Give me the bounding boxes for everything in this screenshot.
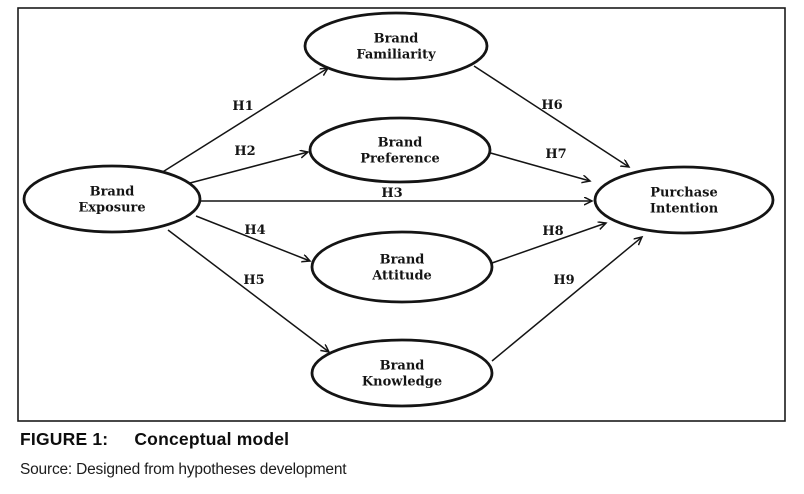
edge-arrow-h4 (195, 215, 310, 261)
edge-label-h8: H8 (542, 224, 563, 239)
edge-h2: H2 (189, 144, 308, 184)
edge-h4: H4 (195, 215, 310, 261)
edge-label-h4: H4 (244, 223, 265, 238)
edge-arrow-h1 (160, 68, 328, 174)
node-label-brand-attitude-line2: Attitude (371, 269, 432, 284)
edge-arrow-h7 (486, 151, 590, 181)
edge-h1: H1 (160, 68, 328, 174)
edge-h6: H6 (473, 65, 629, 167)
figure-caption: FIGURE 1: Conceptual model (20, 429, 289, 450)
edge-arrow-h6 (473, 65, 629, 167)
edge-h5: H5 (167, 229, 329, 352)
node-ellipse-purchase-intention (593, 165, 775, 235)
edge-label-h6: H6 (541, 98, 562, 113)
node-label-brand-preference-line1: Brand (378, 136, 423, 151)
node-label-purchase-intention-line1: Purchase (650, 186, 717, 201)
node-ellipse-brand-attitude (310, 230, 494, 304)
node-label-brand-knowledge-line2: Knowledge (362, 375, 442, 390)
edge-label-h5: H5 (243, 273, 264, 288)
edge-arrow-h8 (491, 223, 606, 264)
edge-h9: H9 (491, 237, 642, 362)
node-label-brand-familiarity-line2: Familiarity (356, 48, 436, 63)
node-label-brand-attitude-line1: Brand (380, 253, 425, 268)
edge-h8: H8 (491, 223, 606, 264)
edge-h7: H7 (486, 147, 590, 181)
node-ellipse-brand-familiarity (303, 11, 489, 81)
edge-label-h3: H3 (381, 186, 402, 201)
node-ellipse-brand-knowledge (310, 338, 494, 408)
node-label-brand-exposure-line1: Brand (90, 185, 135, 200)
node-label-brand-knowledge-line1: Brand (380, 359, 425, 374)
edge-h3: H3 (200, 186, 592, 201)
node-ellipse-brand-preference (308, 116, 492, 184)
node-label-purchase-intention-line2: Intention (650, 202, 719, 217)
figure-source: Source: Designed from hypotheses develop… (20, 461, 347, 478)
figure-border (17, 7, 786, 422)
node-ellipse-brand-exposure (22, 164, 202, 234)
nodes-layer: BrandExposureBrandFamiliarityBrandPrefer… (22, 11, 775, 408)
node-label-brand-preference-line2: Preference (360, 152, 440, 167)
edge-label-h2: H2 (234, 144, 255, 159)
edge-arrow-h2 (189, 152, 308, 184)
figure-caption-title: Conceptual model (134, 429, 290, 449)
node-label-brand-exposure-line2: Exposure (78, 201, 145, 216)
node-label-brand-familiarity-line1: Brand (374, 32, 419, 47)
edge-arrow-h9 (491, 237, 642, 362)
figure-caption-label: FIGURE 1: (20, 429, 109, 449)
edge-arrow-h5 (167, 229, 329, 352)
edge-label-h1: H1 (232, 99, 253, 114)
edge-label-h7: H7 (545, 147, 566, 162)
edge-label-h9: H9 (553, 273, 574, 288)
